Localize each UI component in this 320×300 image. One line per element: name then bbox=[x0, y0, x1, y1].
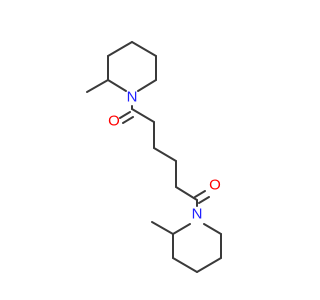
oxygen-atom-top: O bbox=[108, 113, 120, 130]
alkyl-chain bbox=[131, 108, 198, 201]
bond bbox=[175, 186, 198, 201]
carbonyl-double-bond bbox=[194, 190, 206, 198]
bond bbox=[203, 223, 222, 235]
carbonyl-double-bond bbox=[122, 116, 134, 124]
carbonyl-double-bond bbox=[198, 196, 210, 204]
bond bbox=[153, 147, 177, 162]
bond bbox=[137, 79, 157, 92]
bond bbox=[131, 108, 155, 123]
bond bbox=[131, 41, 157, 57]
bond bbox=[107, 41, 133, 57]
bond bbox=[107, 79, 127, 92]
bond bbox=[172, 223, 191, 235]
oxygen-atom-bottom: O bbox=[209, 177, 221, 194]
carbonyl-double-bond bbox=[119, 111, 131, 119]
molecule-structure: N O O N bbox=[86, 41, 222, 273]
methyl-bond bbox=[86, 79, 109, 93]
methyl-bond bbox=[151, 221, 174, 235]
molecule-canvas: N O O N bbox=[86, 41, 222, 273]
top-piperidine-ring bbox=[86, 41, 157, 93]
nitrogen-atom-bottom: N bbox=[192, 206, 203, 223]
bond bbox=[196, 257, 222, 273]
bottom-piperidine-ring bbox=[151, 221, 222, 273]
bond bbox=[172, 257, 198, 273]
nitrogen-atom-top: N bbox=[127, 89, 138, 106]
